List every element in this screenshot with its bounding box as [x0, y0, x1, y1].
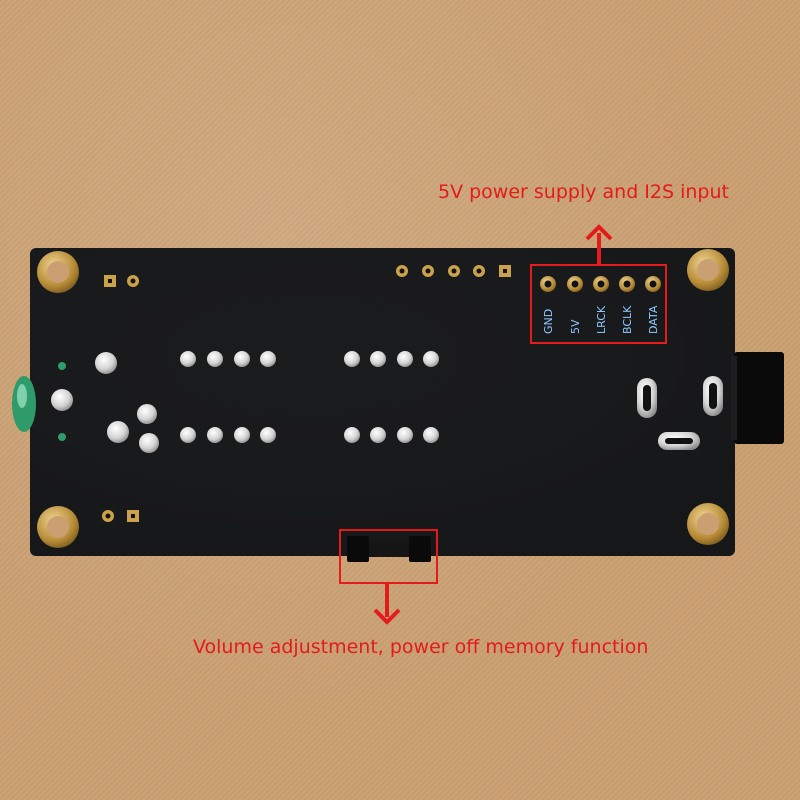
annotation-volume: Volume adjustment, power off memory func… — [193, 636, 649, 658]
arrow-down-icon — [373, 584, 401, 625]
pin-label-gnd: GND — [542, 309, 555, 334]
pcb-board-shine — [30, 248, 735, 556]
pin-label-5v: 5V — [569, 319, 582, 334]
led-pad — [58, 362, 66, 370]
mounting-hole-inner — [697, 259, 719, 281]
pin-label-bclk: BCLK — [621, 305, 634, 334]
mounting-hole-inner — [47, 516, 69, 538]
mounting-hole-inner — [47, 261, 69, 283]
encoder-pads — [347, 536, 431, 562]
annotation-power-i2s: 5V power supply and I2S input — [438, 181, 729, 203]
pin-label-lrck: LRCK — [595, 305, 608, 334]
top-pad-row — [396, 265, 511, 277]
arrow-up-icon — [585, 224, 613, 264]
pin-label-data: DATA — [647, 305, 660, 334]
highlight-box-encoder — [339, 529, 438, 584]
small-pads — [102, 275, 139, 522]
mounting-hole-inner — [697, 513, 719, 535]
side-connector-lip — [731, 356, 737, 440]
solder-joints-ic-right — [344, 351, 439, 443]
solder-joints-jack — [51, 352, 159, 453]
header-pins: GND 5V LRCK BCLK DATA — [540, 276, 661, 334]
mounting-holes — [37, 249, 729, 548]
highlight-box-header — [530, 264, 667, 344]
solder-joints-ic-left — [180, 351, 276, 443]
audio-jack-highlight — [17, 384, 27, 408]
side-connector — [734, 352, 784, 444]
slotted-pads — [637, 376, 723, 450]
led-pad — [58, 433, 66, 441]
